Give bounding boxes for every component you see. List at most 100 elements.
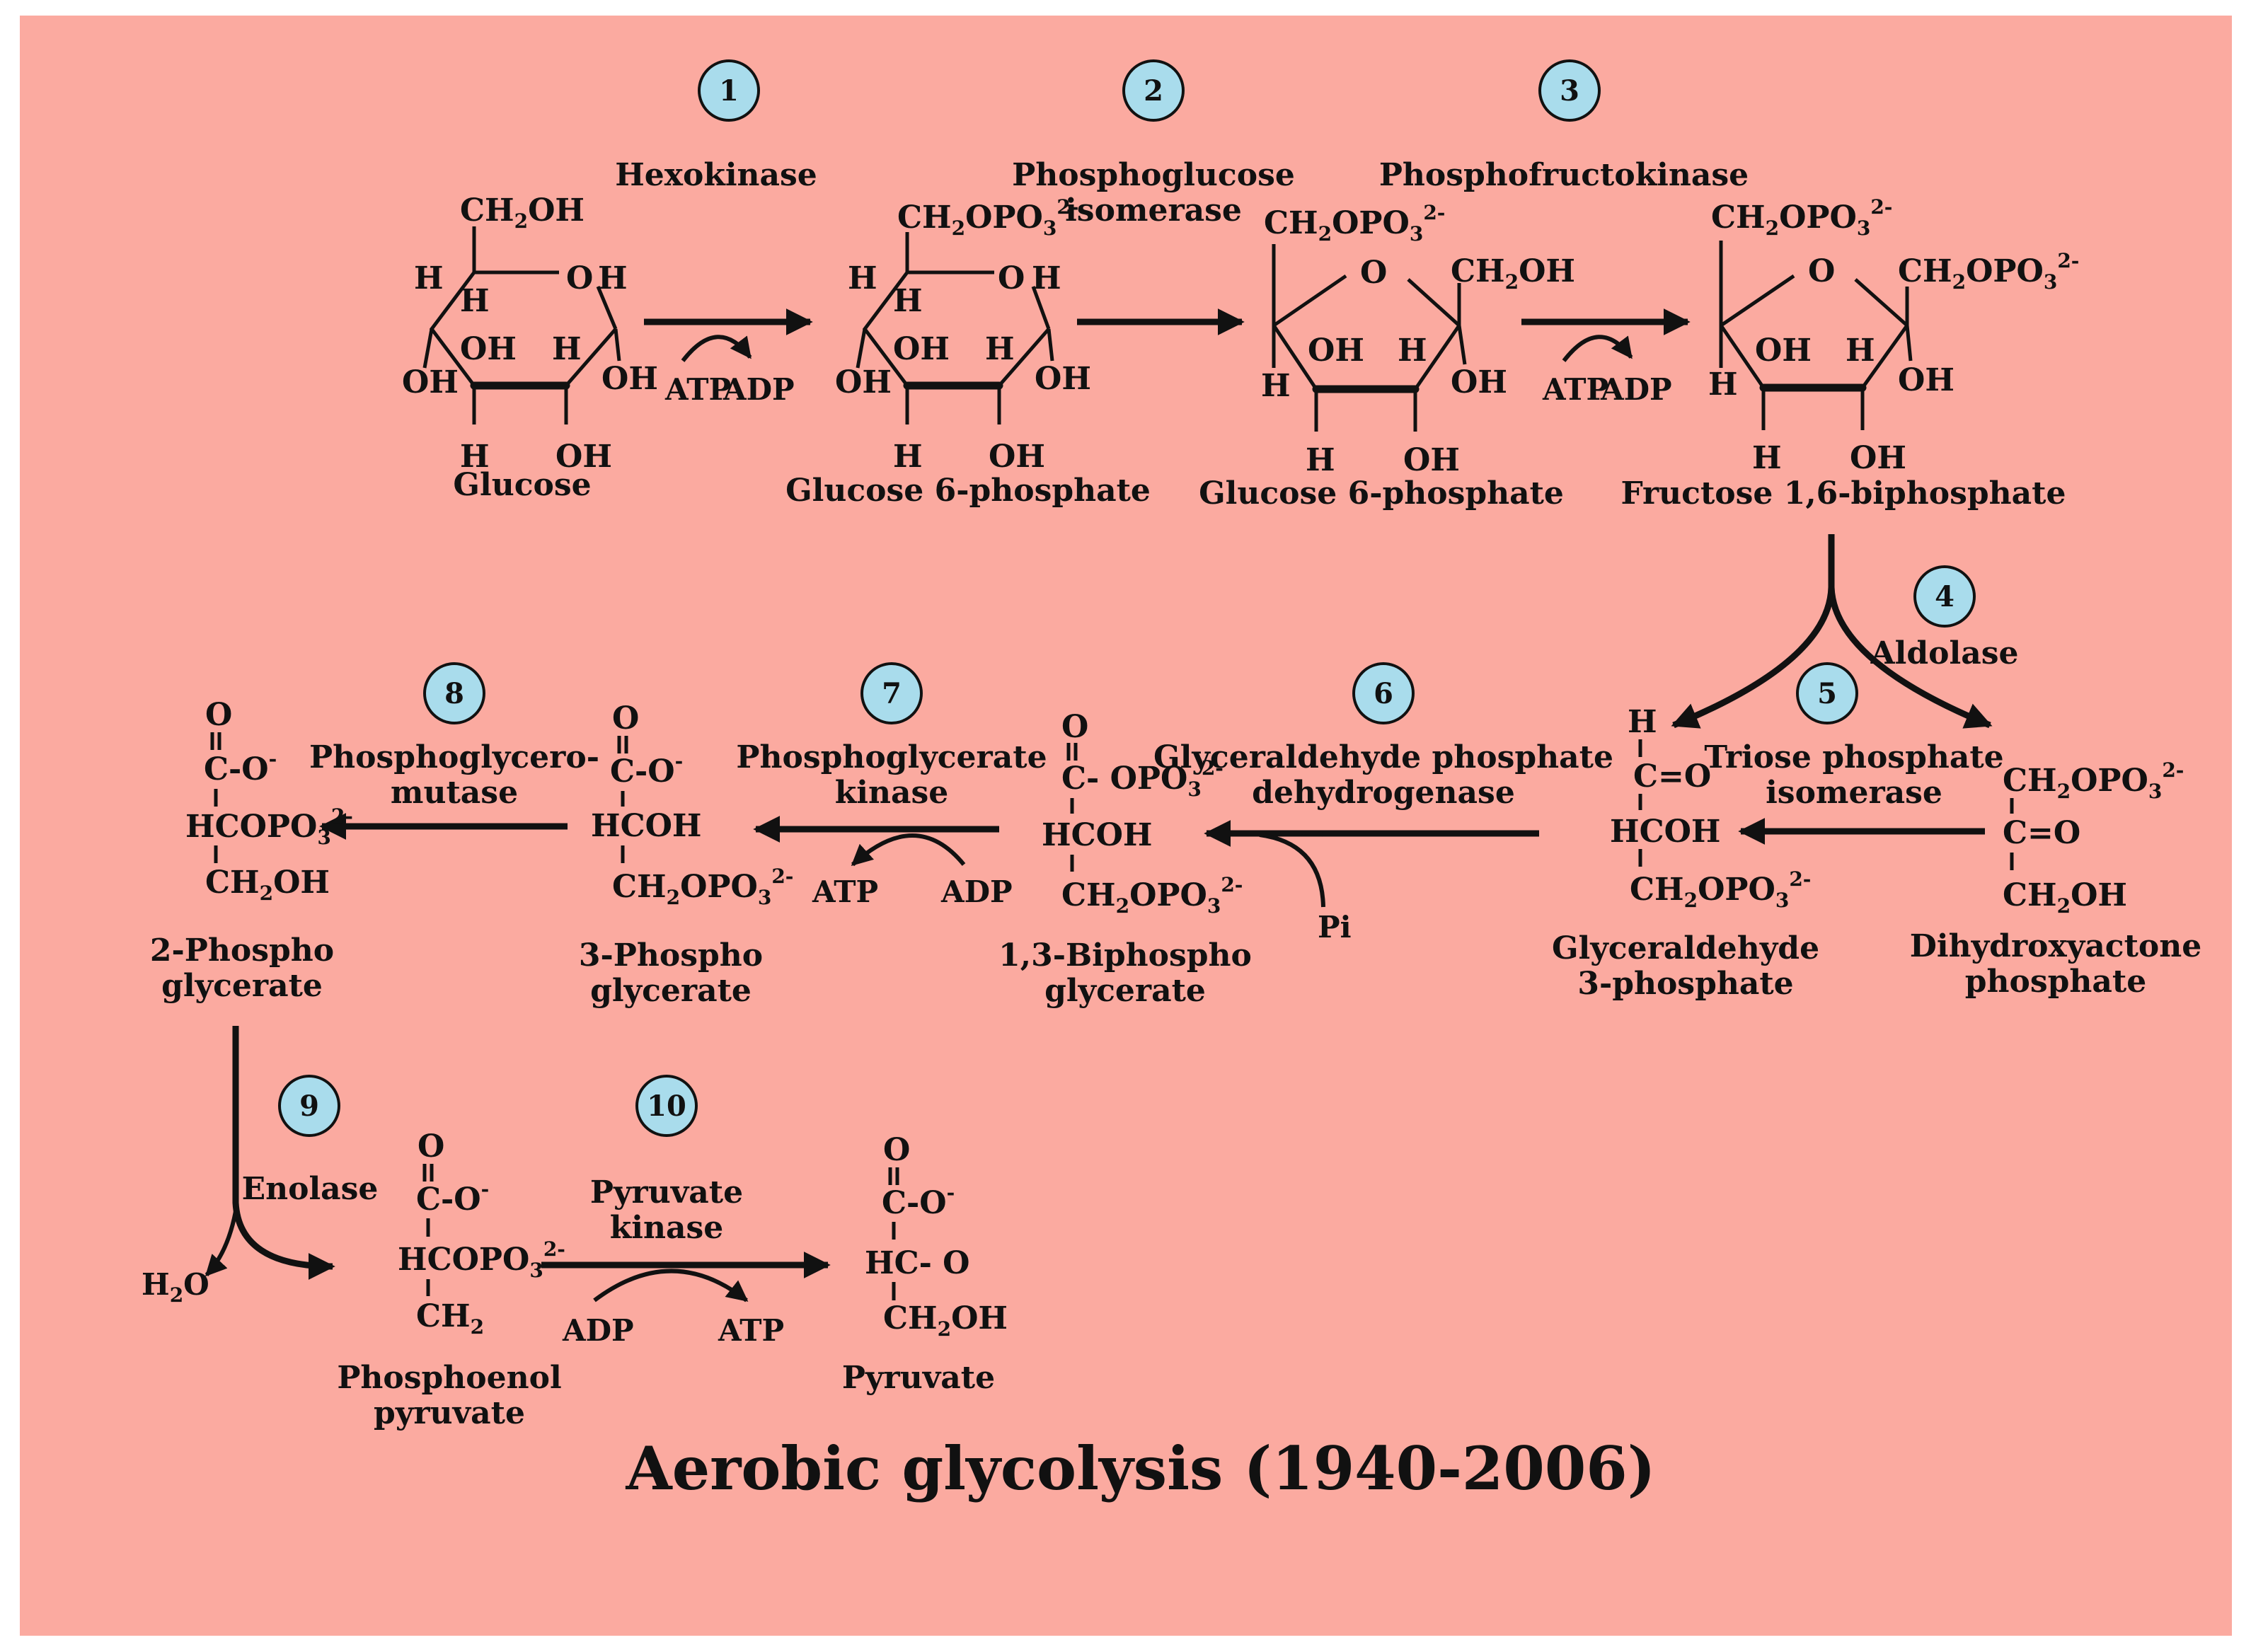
step-badge-5: 5 [1796, 662, 1858, 724]
compound-bpg-line1: 1,3-Biphospho [998, 937, 1252, 974]
svg-text:8: 8 [444, 677, 464, 710]
step6-pi-curve-tail [1280, 830, 1325, 837]
svg-text:HCOPO32-: HCOPO32- [185, 804, 353, 849]
step1-cofactor-curve [681, 335, 752, 362]
enzyme-pgk-line1: Phosphoglycerate [736, 739, 1047, 775]
svg-text:ADP: ADP [940, 874, 1013, 909]
enzyme-aldolase: Aldolase [1870, 635, 2019, 671]
svg-text:CH2OH: CH2OH [460, 192, 585, 233]
svg-text:CH2OH: CH2OH [1451, 253, 1575, 294]
svg-text:OH: OH [1403, 442, 1460, 478]
g6p-pyranose-structure: CH2OPO32- O H H H OH H OH OH H OH Glucos… [785, 195, 1151, 509]
dhap-structure: CH2OPO32- C=O CH2OH Dihydroxyactone phos… [1910, 758, 2201, 1000]
step-badge-6: 6 [1352, 662, 1415, 724]
svg-text:HCOH: HCOH [1042, 817, 1153, 853]
svg-text:10: 10 [647, 1090, 686, 1123]
compound-pg2-line1: 2-Phospho [150, 932, 334, 969]
svg-text:O: O [566, 260, 593, 296]
svg-text:H: H [1398, 333, 1427, 369]
svg-text:H: H [893, 439, 923, 475]
step7-cofactor-curve [851, 833, 966, 867]
svg-text:9: 9 [299, 1090, 319, 1123]
compound-gap-line2: 3-phosphate [1577, 966, 1793, 1002]
compound-glucose-6-phosphate-a: Glucose 6-phosphate [785, 473, 1151, 509]
compound-gap-line1: Glyceraldehyde [1552, 930, 1819, 966]
svg-text:H: H [893, 283, 923, 319]
svg-text:H: H [1752, 440, 1782, 476]
svg-text:1: 1 [719, 74, 739, 108]
svg-text:O: O [1061, 709, 1088, 745]
svg-text:7: 7 [882, 677, 902, 710]
svg-text:O: O [205, 697, 232, 733]
svg-text:H: H [414, 260, 444, 296]
compound-pep-line2: pyruvate [374, 1395, 525, 1431]
svg-text:OH: OH [402, 364, 459, 400]
svg-text:CH2OH: CH2OH [883, 1300, 1008, 1341]
svg-text:O: O [883, 1132, 910, 1168]
svg-text:H: H [460, 439, 490, 475]
gap-structure: H C=O HCOH CH2OPO32- Glyceraldehyde 3-ph… [1552, 704, 1819, 1002]
svg-text:O: O [998, 260, 1025, 296]
compound-pg2-line2: glycerate [161, 968, 323, 1004]
svg-text:C-O-: C-O- [204, 747, 277, 787]
svg-text:ADP: ADP [1600, 372, 1672, 407]
svg-text:OH: OH [555, 439, 612, 475]
enzyme-phosphofructokinase: Phosphofructokinase [1379, 157, 1749, 193]
svg-text:O: O [612, 700, 639, 737]
diagram-title: Aerobic glycolysis (1940-2006) [626, 1433, 1656, 1503]
svg-text:O: O [1808, 253, 1835, 289]
svg-text:3: 3 [1560, 74, 1579, 108]
svg-text:OH: OH [1755, 333, 1812, 369]
step-badge-4: 4 [1913, 565, 1976, 628]
svg-text:C=O: C=O [1633, 758, 1711, 795]
step4-arrow-left [1671, 534, 1835, 729]
svg-text:H: H [1846, 333, 1875, 369]
svg-text:H: H [552, 331, 582, 367]
enzyme-enolase: Enolase [242, 1171, 379, 1207]
enzyme-pgm-line2: mutase [391, 775, 518, 811]
svg-text:H2O: H2O [142, 1267, 209, 1307]
svg-text:OH: OH [989, 439, 1045, 475]
g6p-furanose-structure: CH2OPO32- O CH2OH OH H H OH H OH Glucose… [1199, 201, 1575, 512]
enzyme-triose-phosphate-isomerase-line1: Triose phosphate [1704, 739, 2003, 775]
svg-text:5: 5 [1817, 677, 1837, 710]
svg-text:H: H [1628, 704, 1657, 740]
step3-cofactor-curve [1562, 335, 1633, 362]
enzyme-phosphoglucose-isomerase-line2: isomerase [1065, 192, 1242, 229]
svg-text:HC- O: HC- O [865, 1245, 970, 1281]
enzyme-pgk-line2: kinase [835, 775, 948, 811]
enzyme-hexokinase: Hexokinase [615, 157, 817, 193]
compound-bpg-line2: glycerate [1044, 973, 1206, 1009]
svg-text:H: H [848, 260, 877, 296]
svg-text:CH2OPO32-: CH2OPO32- [897, 195, 1078, 240]
step6-pi-curve [1259, 833, 1325, 908]
svg-text:O: O [1360, 255, 1387, 291]
compound-pyruvate: Pyruvate [842, 1360, 995, 1396]
svg-text:CH2OPO32-: CH2OPO32- [1711, 195, 1892, 240]
step-badge-3: 3 [1538, 59, 1601, 122]
compound-glucose-6-phosphate-b: Glucose 6-phosphate [1199, 475, 1564, 512]
enzyme-phosphoglucose-isomerase-line1: Phosphoglucose [1012, 157, 1295, 193]
step4-arrow-right [1828, 587, 1993, 729]
svg-text:CH2OPO32-: CH2OPO32- [1061, 873, 1243, 918]
compound-dhap-line2: phosphate [1965, 964, 2146, 1000]
svg-text:H: H [1306, 442, 1335, 478]
svg-text:OH: OH [1850, 440, 1906, 476]
enzyme-gapdh-line1: Glyceraldehyde phosphate [1153, 739, 1613, 775]
step-badge-9: 9 [278, 1075, 340, 1137]
svg-text:CH2: CH2 [416, 1298, 484, 1339]
step10-cofactor-curve [593, 1269, 749, 1302]
svg-text:H: H [1708, 366, 1738, 403]
compound-pg3-line1: 3-Phospho [579, 937, 763, 974]
svg-text:4: 4 [1935, 580, 1954, 613]
svg-text:HCOH: HCOH [591, 808, 702, 844]
svg-text:CH2OPO32-: CH2OPO32- [2003, 758, 2184, 803]
svg-text:C-O-: C-O- [416, 1177, 489, 1218]
svg-text:OH: OH [1898, 362, 1954, 398]
svg-text:ATP: ATP [1542, 372, 1608, 407]
compound-glucose: Glucose [453, 467, 591, 503]
svg-text:C- OPO32-: C- OPO32- [1061, 756, 1224, 801]
svg-text:OH: OH [1035, 361, 1091, 397]
svg-text:OH: OH [1451, 364, 1507, 400]
